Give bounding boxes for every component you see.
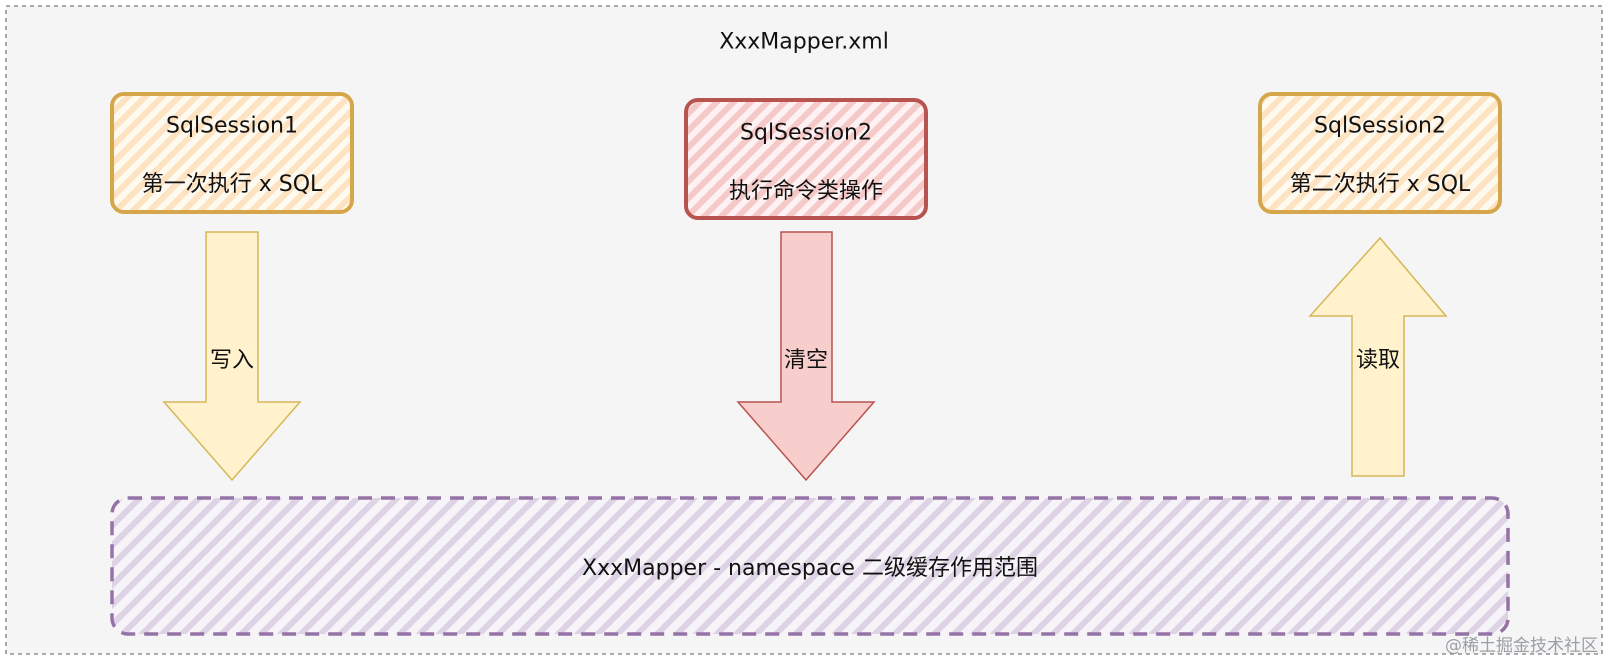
sqlsession1-subtitle: 第一次执行 x SQL [141,172,323,197]
read-arrow [1308,236,1448,477]
sqlsession2-command-box[interactable] [684,98,928,220]
clear-arrow-label: 清空 [783,348,829,373]
sqlsession2-command-title: SqlSession2 [740,120,872,146]
write-arrow [162,231,302,482]
sqlsession2-read-subtitle: 第二次执行 x SQL [1289,172,1471,197]
watermark: @稀土掘金技术社区 [1445,636,1598,656]
sqlsession2-read-box[interactable] [1258,92,1502,214]
write-arrow-label: 写入 [209,348,255,373]
diagram-title: XxxMapper.xml [719,29,889,55]
sqlsession2-read-title: SqlSession2 [1314,113,1446,139]
sqlsession1-title: SqlSession1 [166,113,298,139]
cache-area-label: XxxMapper - namespace 二级缓存作用范围 [582,556,1038,581]
clear-arrow [736,231,876,482]
sqlsession1-box[interactable] [110,92,354,214]
sqlsession2-command-subtitle: 执行命令类操作 [728,179,884,204]
namespace-cache-area[interactable] [110,496,1510,636]
read-arrow-label: 读取 [1355,348,1401,373]
